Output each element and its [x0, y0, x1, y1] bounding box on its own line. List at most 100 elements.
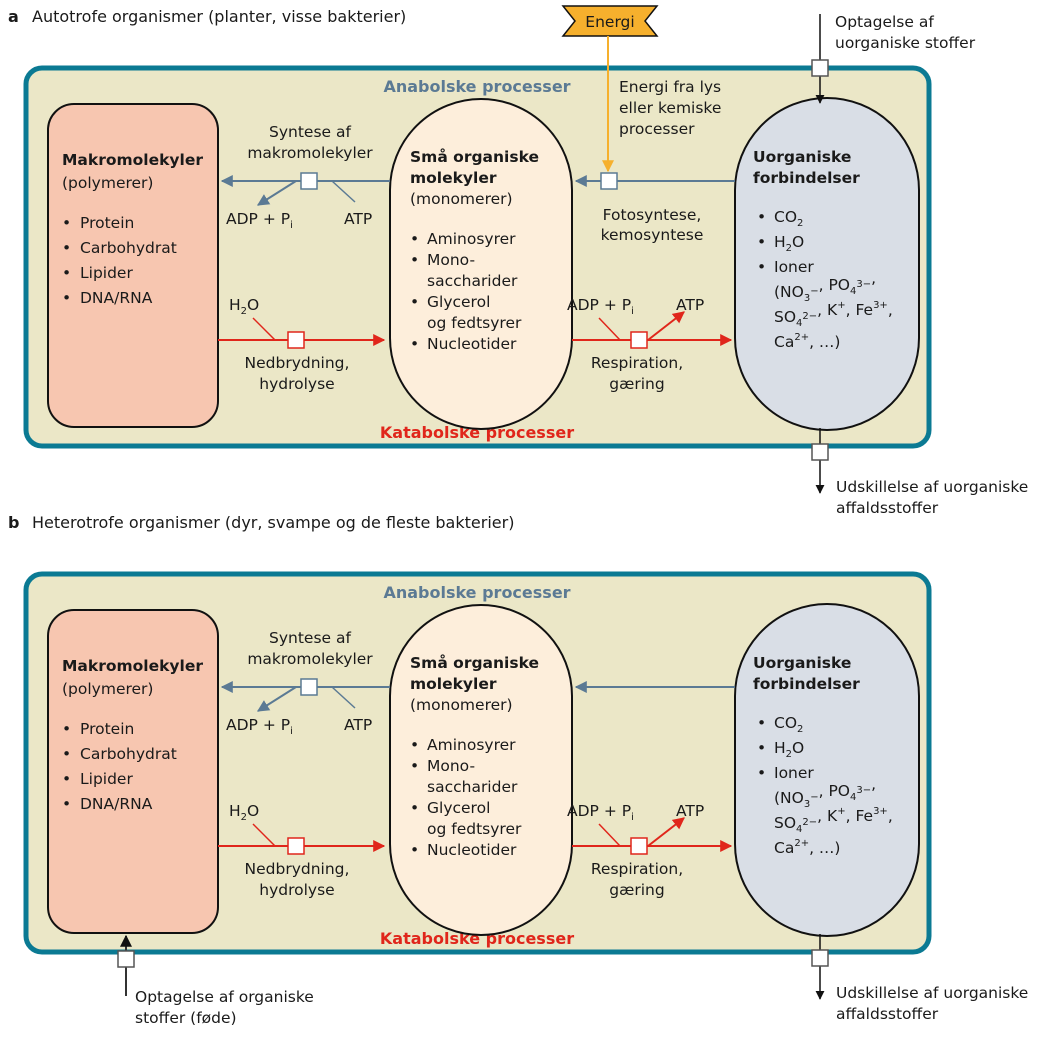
small-item: Nucleotider: [427, 335, 517, 353]
respiration-label: gæring: [609, 881, 664, 899]
ion-list-line: SO42−, K+, Fe3+,: [774, 300, 893, 329]
small-subtitle: (monomerer): [410, 696, 513, 714]
inorganic-capsule: [734, 603, 920, 937]
breakdown-label: hydrolyse: [259, 375, 334, 393]
macro-item: Carbohydrat: [80, 745, 177, 763]
inorganic-item-ions: Ioner: [774, 258, 814, 276]
bullet: •: [410, 841, 419, 859]
macromolecules-box: [47, 103, 219, 428]
uptake-organic-label: stoffer (føde): [135, 1009, 237, 1027]
energy-badge-label: Energi: [585, 13, 634, 31]
panel-b: b Heterotrofe organismer (dyr, svampe og …: [8, 513, 1028, 1027]
bullet: •: [62, 264, 71, 282]
inorganic-title: forbindelser: [753, 675, 860, 693]
synthesis-label: makromolekyler: [247, 650, 373, 668]
enzyme-box: [300, 678, 318, 696]
panel-letter: b: [8, 513, 19, 532]
adp-input-line: [598, 823, 621, 847]
enzyme-box: [630, 331, 648, 349]
small-item: Glycerol: [427, 293, 490, 311]
bullet: •: [410, 293, 419, 311]
photosynthesis-label: Fotosyntese,: [603, 206, 702, 224]
ion-list-line: (NO3−, PO43−,: [774, 775, 876, 810]
inorganic-item-ions: Ioner: [774, 764, 814, 782]
macromolecules-box: [47, 609, 219, 934]
atp-input-line: [331, 686, 356, 709]
h2o-input-line: [252, 317, 276, 341]
inorganic-item-co2: CO2: [774, 714, 803, 735]
bullet: •: [410, 757, 419, 775]
enzyme-box: [630, 837, 648, 855]
inorganic-item-h2o: H2O: [774, 233, 804, 254]
photosynthesis-label: kemosyntese: [601, 226, 704, 244]
small-molecules-capsule: [389, 604, 573, 936]
small-item: og fedtsyrer: [427, 820, 522, 838]
anabolic-label: Anabolske processer: [383, 583, 570, 602]
ion-list-line: SO42−, K+, Fe3+,: [774, 806, 893, 835]
enzyme-box: [287, 837, 305, 855]
small-title: Små organiske: [410, 653, 539, 672]
inorganic-capsule: [734, 97, 920, 431]
macro-subtitle: (polymerer): [62, 174, 153, 192]
synthesis-label: makromolekyler: [247, 144, 373, 162]
bullet: •: [757, 764, 766, 782]
adp-input-line: [598, 317, 621, 341]
small-item: Mono-: [427, 757, 475, 775]
macro-item: DNA/RNA: [80, 289, 153, 307]
panel-title: Heterotrofe organismer (dyr, svampe og d…: [32, 513, 514, 532]
catabolic-label: Katabolske processer: [380, 929, 574, 948]
panel-letter: a: [8, 7, 19, 26]
bullet: •: [62, 239, 71, 257]
atp-release-arrow: [647, 817, 685, 847]
bullet: •: [757, 714, 766, 732]
synthesis-label: Syntese af: [269, 629, 351, 647]
breakdown-label: Nedbrydning,: [245, 354, 350, 372]
macro-title: Makromolekyler: [62, 151, 203, 169]
bullet: •: [410, 736, 419, 754]
transport-box: [811, 59, 829, 77]
small-item: Aminosyrer: [427, 736, 516, 754]
bullet: •: [757, 233, 766, 251]
macro-item: DNA/RNA: [80, 795, 153, 813]
panel-title: Autotrofe organismer (planter, visse bak…: [32, 7, 406, 26]
atp-label: ATP: [344, 210, 372, 228]
breakdown-label: Nedbrydning,: [245, 860, 350, 878]
bullet: •: [410, 799, 419, 817]
macro-item: Lipider: [80, 264, 133, 282]
small-item: Nucleotider: [427, 841, 517, 859]
adp-pi-label: ADP + Pi: [226, 210, 293, 231]
respiration-label: Respiration,: [591, 354, 683, 372]
small-item: Aminosyrer: [427, 230, 516, 248]
catabolic-label: Katabolske processer: [380, 423, 574, 442]
energy-badge: [561, 5, 659, 37]
excretion-label: affaldsstoffer: [836, 1005, 939, 1023]
ion-list-line: Ca2+, …): [774, 332, 840, 351]
small-molecules-capsule: [389, 98, 573, 430]
uptake-organic-label: Optagelse af organiske: [135, 988, 314, 1006]
bullet: •: [62, 289, 71, 307]
energy-note: eller kemiske: [619, 99, 721, 117]
adp-pi-label: ADP + Pi: [226, 716, 293, 737]
uptake-inorganic-label: Optagelse af: [835, 13, 934, 31]
breakdown-label: hydrolyse: [259, 881, 334, 899]
h2o-label: H2O: [229, 802, 259, 823]
macro-title: Makromolekyler: [62, 657, 203, 675]
macro-item: Protein: [80, 720, 134, 738]
bullet: •: [410, 251, 419, 269]
adp-release-arrow: [256, 686, 297, 712]
excretion-label: affaldsstoffer: [836, 499, 939, 517]
inorganic-title: Uorganiske: [753, 148, 851, 166]
inorganic-item-co2: CO2: [774, 208, 803, 229]
small-item: Mono-: [427, 251, 475, 269]
enzyme-box: [300, 172, 318, 190]
small-title: Små organiske: [410, 147, 539, 166]
h2o-input-line: [252, 823, 276, 847]
excretion-label: Udskillelse af uorganiske: [836, 984, 1028, 1002]
macro-item: Protein: [80, 214, 134, 232]
ion-list-line: (NO3−, PO43−,: [774, 269, 876, 304]
anabolic-label: Anabolske processer: [383, 77, 570, 96]
bullet: •: [757, 739, 766, 757]
bullet: •: [62, 720, 71, 738]
transport-box: [117, 950, 135, 968]
